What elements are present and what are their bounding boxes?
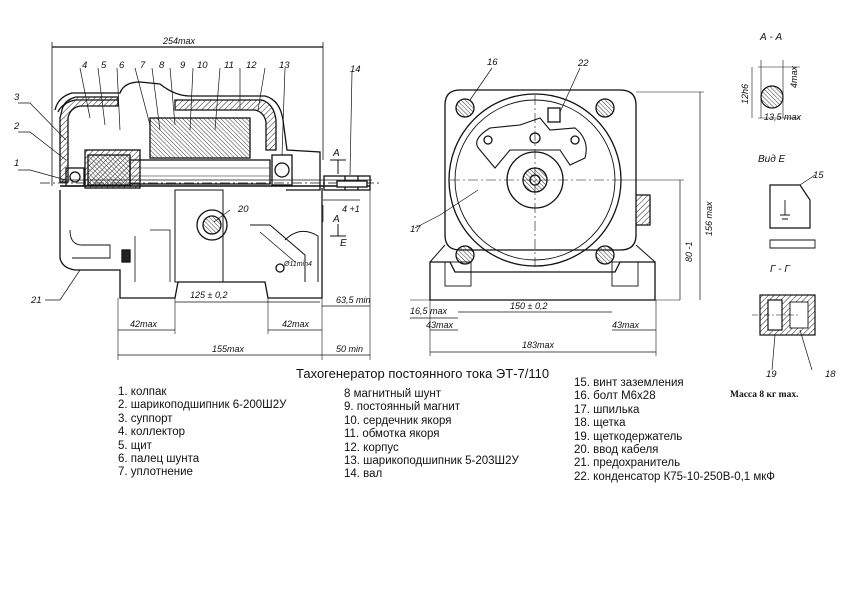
dim-43b: 43max (612, 320, 640, 330)
dim-13-5: 13,5 max (764, 112, 802, 122)
legend-item: 18. щетка (574, 417, 626, 430)
legend-item: 4. коллектор (118, 426, 185, 439)
callout-8: 8 (159, 60, 165, 71)
legend-item: 20. ввод кабеля (574, 444, 659, 457)
legend-item: 11. обмотка якоря (344, 428, 440, 441)
technical-drawing: 254max 125 ± 0,2 63,5 min 42max 42max 15… (13, 32, 836, 380)
callout-19: 19 (766, 369, 777, 380)
marker-e: Е (340, 238, 347, 249)
callout-17: 17 (410, 224, 421, 235)
mass-note: Масса 8 кг max. (730, 390, 799, 400)
legend-item: 12. корпус (344, 441, 399, 454)
callout-1: 1 (14, 158, 19, 169)
callout-22: 22 (577, 58, 589, 69)
callout-2: 2 (13, 121, 20, 132)
legend-item: 15. винт заземления (574, 377, 684, 389)
section-labels: А - А Вид Е Г - Г А А Е (332, 32, 791, 275)
callout-21: 21 (30, 295, 42, 306)
legend-item: 2. шарикоподшипник 6-200Ш2У (118, 399, 287, 412)
side-section-view (18, 42, 380, 360)
dim-hole: Ø11min4 (283, 261, 312, 268)
legend-item: 9. постоянный магнит (344, 401, 461, 414)
dim-4max: 4max (789, 65, 799, 88)
callout-20: 20 (237, 204, 249, 215)
label-view-e: Вид Е (758, 154, 786, 165)
legend-item: 1. колпак (118, 386, 167, 398)
dim-50: 50 min (336, 344, 363, 354)
dim-183: 183max (522, 340, 555, 350)
legend-item: 13. шарикоподшипник 5-203Ш2У (344, 455, 519, 468)
legend-column-3: 15. винт заземления 16. болт М6х28 17. ш… (574, 377, 775, 484)
legend-item: 22. конденсатор К75-10-250В-0,1 мкФ (574, 470, 776, 483)
legend-item: 8 магнитный шунт (344, 388, 441, 400)
dim-43a: 43max (426, 320, 454, 330)
callout-15: 15 (813, 170, 824, 181)
callout-4: 4 (82, 60, 87, 71)
legend-item: 7. уплотнение (118, 466, 193, 479)
dim-155: 155max (212, 344, 245, 354)
legend-item: 5. щит (118, 439, 152, 452)
legend-column-1: 1. колпак 2. шарикоподшипник 6-200Ш2У 3.… (118, 386, 286, 480)
legend-column-2: 8 магнитный шунт 9. постоянный магнит 10… (344, 388, 519, 482)
label-g-g: Г - Г (770, 264, 791, 275)
dim-12h6: 12h6 (740, 84, 750, 104)
marker-a-top: А (332, 148, 340, 159)
dim-16-5: 16,5 max (410, 306, 448, 316)
dim-42a: 42max (130, 319, 158, 329)
callout-10: 10 (197, 60, 208, 71)
callout-18: 18 (825, 369, 836, 380)
dim-63: 63,5 min (336, 295, 371, 305)
legend-item: 3. суппорт (118, 412, 173, 425)
end-view (410, 67, 704, 356)
legend-item: 17. шпилька (574, 403, 640, 416)
dim-overall-length: 254max (162, 36, 196, 46)
label-a-a: А - А (759, 32, 783, 43)
legend-item: 14. вал (344, 468, 383, 481)
callout-7: 7 (140, 60, 146, 71)
callout-11: 11 (224, 60, 234, 71)
legend-item: 6. палец шунта (118, 453, 200, 466)
callout-3: 3 (14, 92, 20, 103)
marker-a-bottom: А (332, 214, 340, 225)
callout-16: 16 (487, 57, 498, 68)
dimension-labels: 254max 125 ± 0,2 63,5 min 42max 42max 15… (130, 36, 802, 354)
callout-14: 14 (350, 64, 361, 75)
callout-numbers: 1 2 3 4 5 6 7 8 9 10 11 12 13 14 15 16 1… (13, 57, 836, 380)
dim-4p1: 4 +1 (342, 204, 360, 214)
callout-13: 13 (279, 60, 290, 71)
legend-item: 10. сердечник якоря (344, 414, 452, 427)
legend-item: 16. болт М6х28 (574, 390, 656, 403)
dim-156: 156 max (704, 201, 714, 236)
dim-42b: 42max (282, 319, 310, 329)
callout-5: 5 (101, 60, 107, 71)
callout-6: 6 (119, 60, 125, 71)
legend-item: 21. предохранитель (574, 457, 681, 470)
callout-12: 12 (246, 60, 257, 71)
dim-80: 80 -1 (684, 241, 694, 262)
drawing-title: Тахогенератор постоянного тока ЭТ-7/110 (296, 366, 550, 381)
detail-views (751, 60, 816, 371)
dim-125: 125 ± 0,2 (190, 290, 227, 300)
legend-item: 19. щеткодержатель (574, 430, 683, 443)
callout-9: 9 (180, 60, 186, 71)
dim-150: 150 ± 0,2 (510, 301, 547, 311)
